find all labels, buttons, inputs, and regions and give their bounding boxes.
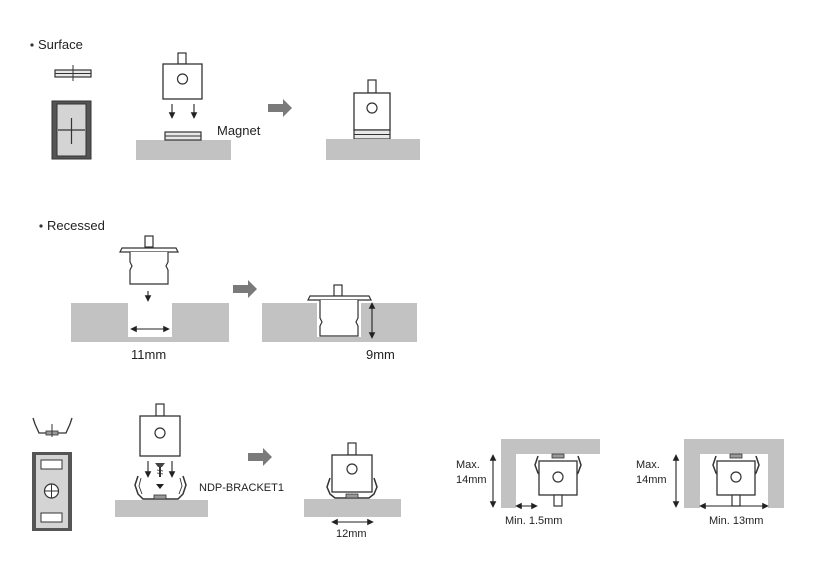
module-with-magnet bbox=[162, 52, 203, 119]
recessed-title: Recessed bbox=[47, 218, 105, 233]
corner-max-label-1: Max. bbox=[456, 459, 480, 471]
screw-icon bbox=[155, 463, 165, 489]
corner-min-gap-label: Min. 1.5mm bbox=[505, 515, 562, 527]
recessed-module bbox=[119, 235, 179, 302]
channel-mount-width bbox=[672, 439, 784, 510]
bracket-surface-2 bbox=[304, 499, 401, 517]
surface-plate-1 bbox=[136, 140, 231, 160]
surface-step-arrow bbox=[268, 99, 292, 117]
surface-mounted-result bbox=[353, 79, 391, 140]
bracket-mounted-result bbox=[326, 442, 378, 499]
surface-bullet bbox=[30, 43, 34, 47]
magnet-front-icon bbox=[51, 100, 92, 160]
magnet-on-surface bbox=[164, 131, 202, 141]
channel-max-label-2: 14mm bbox=[636, 474, 667, 486]
recessed-section: Recessed 11mm 9mm bbox=[39, 218, 417, 362]
surface-plate-2 bbox=[326, 139, 420, 160]
bracket-clip-1 bbox=[134, 475, 187, 500]
corner-mount-gap bbox=[489, 439, 600, 510]
surface-title: Surface bbox=[38, 37, 83, 52]
corner-max-label-2: 14mm bbox=[456, 474, 487, 486]
channel-max-label-1: Max. bbox=[636, 459, 660, 471]
bracket-model-label: NDP-BRACKET1 bbox=[199, 482, 284, 494]
bracket-section: NDP-BRACKET1 12mm Max. 14mm Min. 1.5mm bbox=[32, 403, 784, 540]
channel-min-width-label: Min. 13mm bbox=[709, 515, 763, 527]
bracket-width-label: 12mm bbox=[336, 528, 367, 540]
magnet-label: Magnet bbox=[217, 123, 261, 138]
recess-depth-label: 9mm bbox=[366, 347, 395, 362]
surface-section: Surface Magnet bbox=[30, 37, 420, 160]
bracket-surface-1 bbox=[115, 500, 208, 517]
bracket-module bbox=[139, 403, 181, 478]
bracket-step-arrow bbox=[248, 448, 272, 466]
recessed-mounted-result bbox=[307, 284, 372, 337]
recessed-surface-2 bbox=[262, 303, 417, 342]
recessed-step-arrow bbox=[233, 280, 257, 298]
recessed-bullet bbox=[39, 224, 43, 228]
bracket-front-icon bbox=[32, 452, 72, 531]
recessed-surface-1 bbox=[71, 303, 229, 342]
bracket-side-icon bbox=[32, 417, 73, 437]
magnet-side-icon bbox=[54, 65, 92, 81]
recess-width-label: 11mm bbox=[131, 347, 166, 362]
